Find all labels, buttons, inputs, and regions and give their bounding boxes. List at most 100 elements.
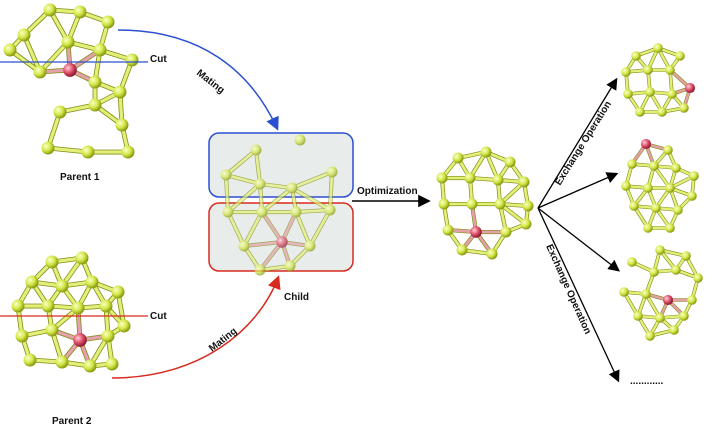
atom — [25, 275, 39, 289]
product3-cluster — [619, 245, 703, 341]
bond-highlight — [226, 210, 246, 248]
atom — [117, 319, 131, 333]
atom — [522, 200, 534, 212]
exchange-arrow-4 — [537, 207, 620, 383]
exchange-label-top: Exchange Operation — [553, 99, 614, 187]
atom — [250, 144, 262, 156]
bond-highlight — [260, 210, 284, 244]
atom — [88, 98, 102, 112]
atom — [53, 105, 67, 119]
dopant-atom — [73, 333, 87, 347]
bond-highlight — [224, 173, 262, 186]
atom — [619, 287, 629, 297]
dopant-atom — [470, 226, 482, 238]
parent2-cluster — [11, 251, 131, 373]
atom — [645, 331, 655, 341]
child-cluster — [220, 134, 338, 276]
atom — [83, 359, 97, 373]
atom — [23, 353, 37, 367]
atom — [3, 43, 17, 57]
atom — [651, 203, 661, 213]
bond-highlight — [242, 210, 264, 248]
atom — [55, 355, 69, 369]
atom — [631, 51, 641, 61]
atom — [256, 206, 268, 218]
atom — [11, 299, 25, 313]
atom — [492, 174, 504, 186]
atom — [101, 329, 115, 343]
atom — [442, 224, 454, 236]
atom — [649, 267, 659, 277]
bond-highlight — [294, 210, 312, 248]
bond-highlight — [242, 240, 284, 248]
atom — [41, 299, 55, 313]
atom — [494, 198, 506, 210]
atom — [663, 145, 673, 155]
atom — [121, 145, 135, 159]
bond-highlight — [254, 148, 262, 186]
atom — [520, 218, 532, 230]
bond-highlight — [224, 148, 258, 177]
atom — [655, 313, 665, 323]
atom — [326, 166, 338, 178]
atom — [73, 5, 87, 19]
atom — [480, 146, 492, 158]
atom — [254, 264, 266, 276]
atom — [679, 103, 689, 113]
atom — [61, 35, 75, 49]
atom — [99, 299, 113, 313]
atom — [41, 141, 55, 155]
atom — [290, 206, 302, 218]
ellipsis-label: ............ — [630, 376, 664, 387]
atom — [304, 240, 316, 252]
atom — [222, 206, 234, 218]
bond-highlight — [308, 208, 332, 248]
atom — [518, 176, 530, 188]
atom — [486, 248, 498, 260]
optimized-cluster — [436, 146, 534, 260]
mating-label-bottom: Mating — [207, 326, 239, 355]
atom — [693, 273, 703, 283]
atom — [643, 183, 653, 193]
atom — [635, 107, 645, 117]
atom — [101, 15, 115, 29]
atom — [621, 181, 631, 191]
atom — [125, 53, 139, 67]
atom — [456, 244, 468, 256]
bond-highlight — [290, 186, 332, 212]
bond-highlight — [38, 40, 70, 74]
atom — [436, 172, 448, 184]
atom — [623, 89, 633, 99]
atom — [655, 245, 665, 255]
dopant-atom — [63, 63, 77, 77]
atom — [679, 311, 689, 321]
atom — [284, 260, 296, 272]
bond-highlight — [224, 173, 230, 214]
parent2-label: Parent 2 — [52, 416, 92, 427]
atom — [105, 357, 119, 371]
atom — [55, 279, 69, 293]
atom — [649, 161, 659, 171]
atom — [43, 3, 57, 17]
atom — [220, 169, 232, 181]
atom — [438, 198, 450, 210]
atom — [627, 257, 637, 267]
atom — [675, 51, 685, 61]
atom — [15, 329, 29, 343]
bond-highlight — [260, 186, 294, 214]
atom — [665, 65, 675, 75]
atom — [504, 156, 516, 168]
atom — [657, 107, 667, 117]
atom — [294, 134, 306, 146]
atom — [653, 43, 663, 53]
atom — [75, 251, 89, 265]
atom — [93, 43, 107, 57]
atom — [645, 87, 655, 97]
mating-arrow-bottom — [111, 275, 281, 379]
atom — [687, 295, 697, 305]
dopant-atom — [662, 294, 674, 306]
atom — [621, 67, 631, 77]
atom — [88, 75, 102, 89]
atom — [33, 65, 47, 79]
atom — [667, 89, 677, 99]
